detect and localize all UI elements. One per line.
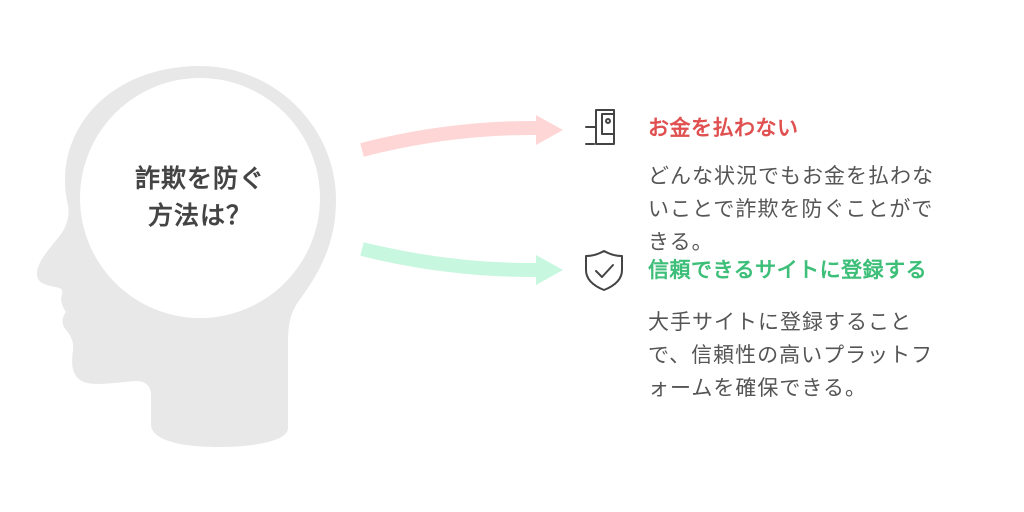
description-line: で、信頼性の高いプラットフ — [648, 343, 934, 367]
option-title: お金を払わない — [648, 116, 799, 140]
description-line: きる。 — [648, 230, 714, 254]
arrow-to-option-2 — [360, 242, 563, 285]
shield-check-icon — [585, 250, 623, 291]
center-question-line-1: 詐欺を防ぐ — [134, 164, 265, 193]
option-description: 大手サイトに登録すること で、信頼性の高いプラットフ ォームを確保できる。 — [648, 306, 968, 405]
thought-bubble — [80, 78, 320, 318]
center-question: 詐欺を防ぐ 方法は？ — [100, 160, 300, 234]
head-silhouette-icon — [36, 66, 336, 447]
description-line: どんな状況でもお金を払わな — [648, 164, 934, 188]
center-question-line-2: 方法は？ — [147, 201, 252, 230]
description-line: 大手サイトに登録すること — [648, 310, 912, 334]
arrow-to-option-1 — [360, 115, 563, 157]
description-line: いことで詐欺を防ぐことがで — [648, 197, 934, 221]
description-line: ォームを確保できる。 — [648, 376, 867, 400]
option-description: どんな状況でもお金を払わな いことで詐欺を防ぐことがで きる。 — [648, 160, 968, 259]
money-hand-icon — [585, 109, 615, 145]
option-title: 信頼できるサイトに登録する — [648, 258, 928, 282]
